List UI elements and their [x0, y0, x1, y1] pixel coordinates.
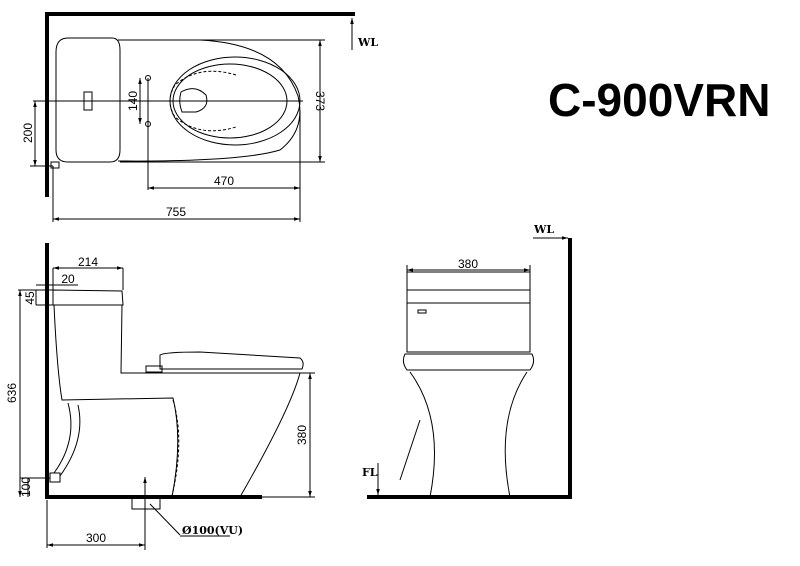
dim-470: 470	[214, 174, 234, 188]
dim-636: 636	[5, 383, 19, 403]
dim-45: 45	[23, 291, 37, 305]
side-view: Ø100(VU) 214 20 45 636 100 380 300	[5, 243, 315, 550]
wall-label: WL	[357, 36, 378, 49]
dim-100: 100	[19, 477, 33, 497]
tank	[406, 271, 531, 353]
dim-755: 755	[166, 205, 186, 219]
dim-20: 20	[61, 272, 75, 286]
dim-380-width: 380	[458, 257, 478, 271]
tank-lid	[52, 289, 124, 306]
model-title: C-900VRN	[548, 74, 770, 126]
floor-label: FL	[362, 466, 378, 479]
seat	[402, 353, 535, 371]
dim-214: 214	[78, 255, 98, 269]
bowl-outline	[117, 39, 301, 162]
front-view: WL FL 380	[362, 223, 572, 499]
drain-label: Ø100(VU)	[182, 524, 243, 537]
bowl-base	[409, 371, 528, 498]
wall-line	[45, 12, 355, 197]
bowl-outline	[120, 304, 301, 498]
tank-outline	[55, 37, 121, 163]
dim-373: 373	[313, 91, 327, 111]
dim-200: 200	[21, 123, 35, 143]
dim-300: 300	[86, 531, 106, 545]
wall-label: WL	[533, 223, 554, 236]
dim-380: 380	[295, 425, 309, 445]
top-view: WL 140 373 470 755 200	[21, 12, 378, 222]
seat-lid	[159, 351, 304, 370]
dim-140: 140	[126, 91, 140, 111]
